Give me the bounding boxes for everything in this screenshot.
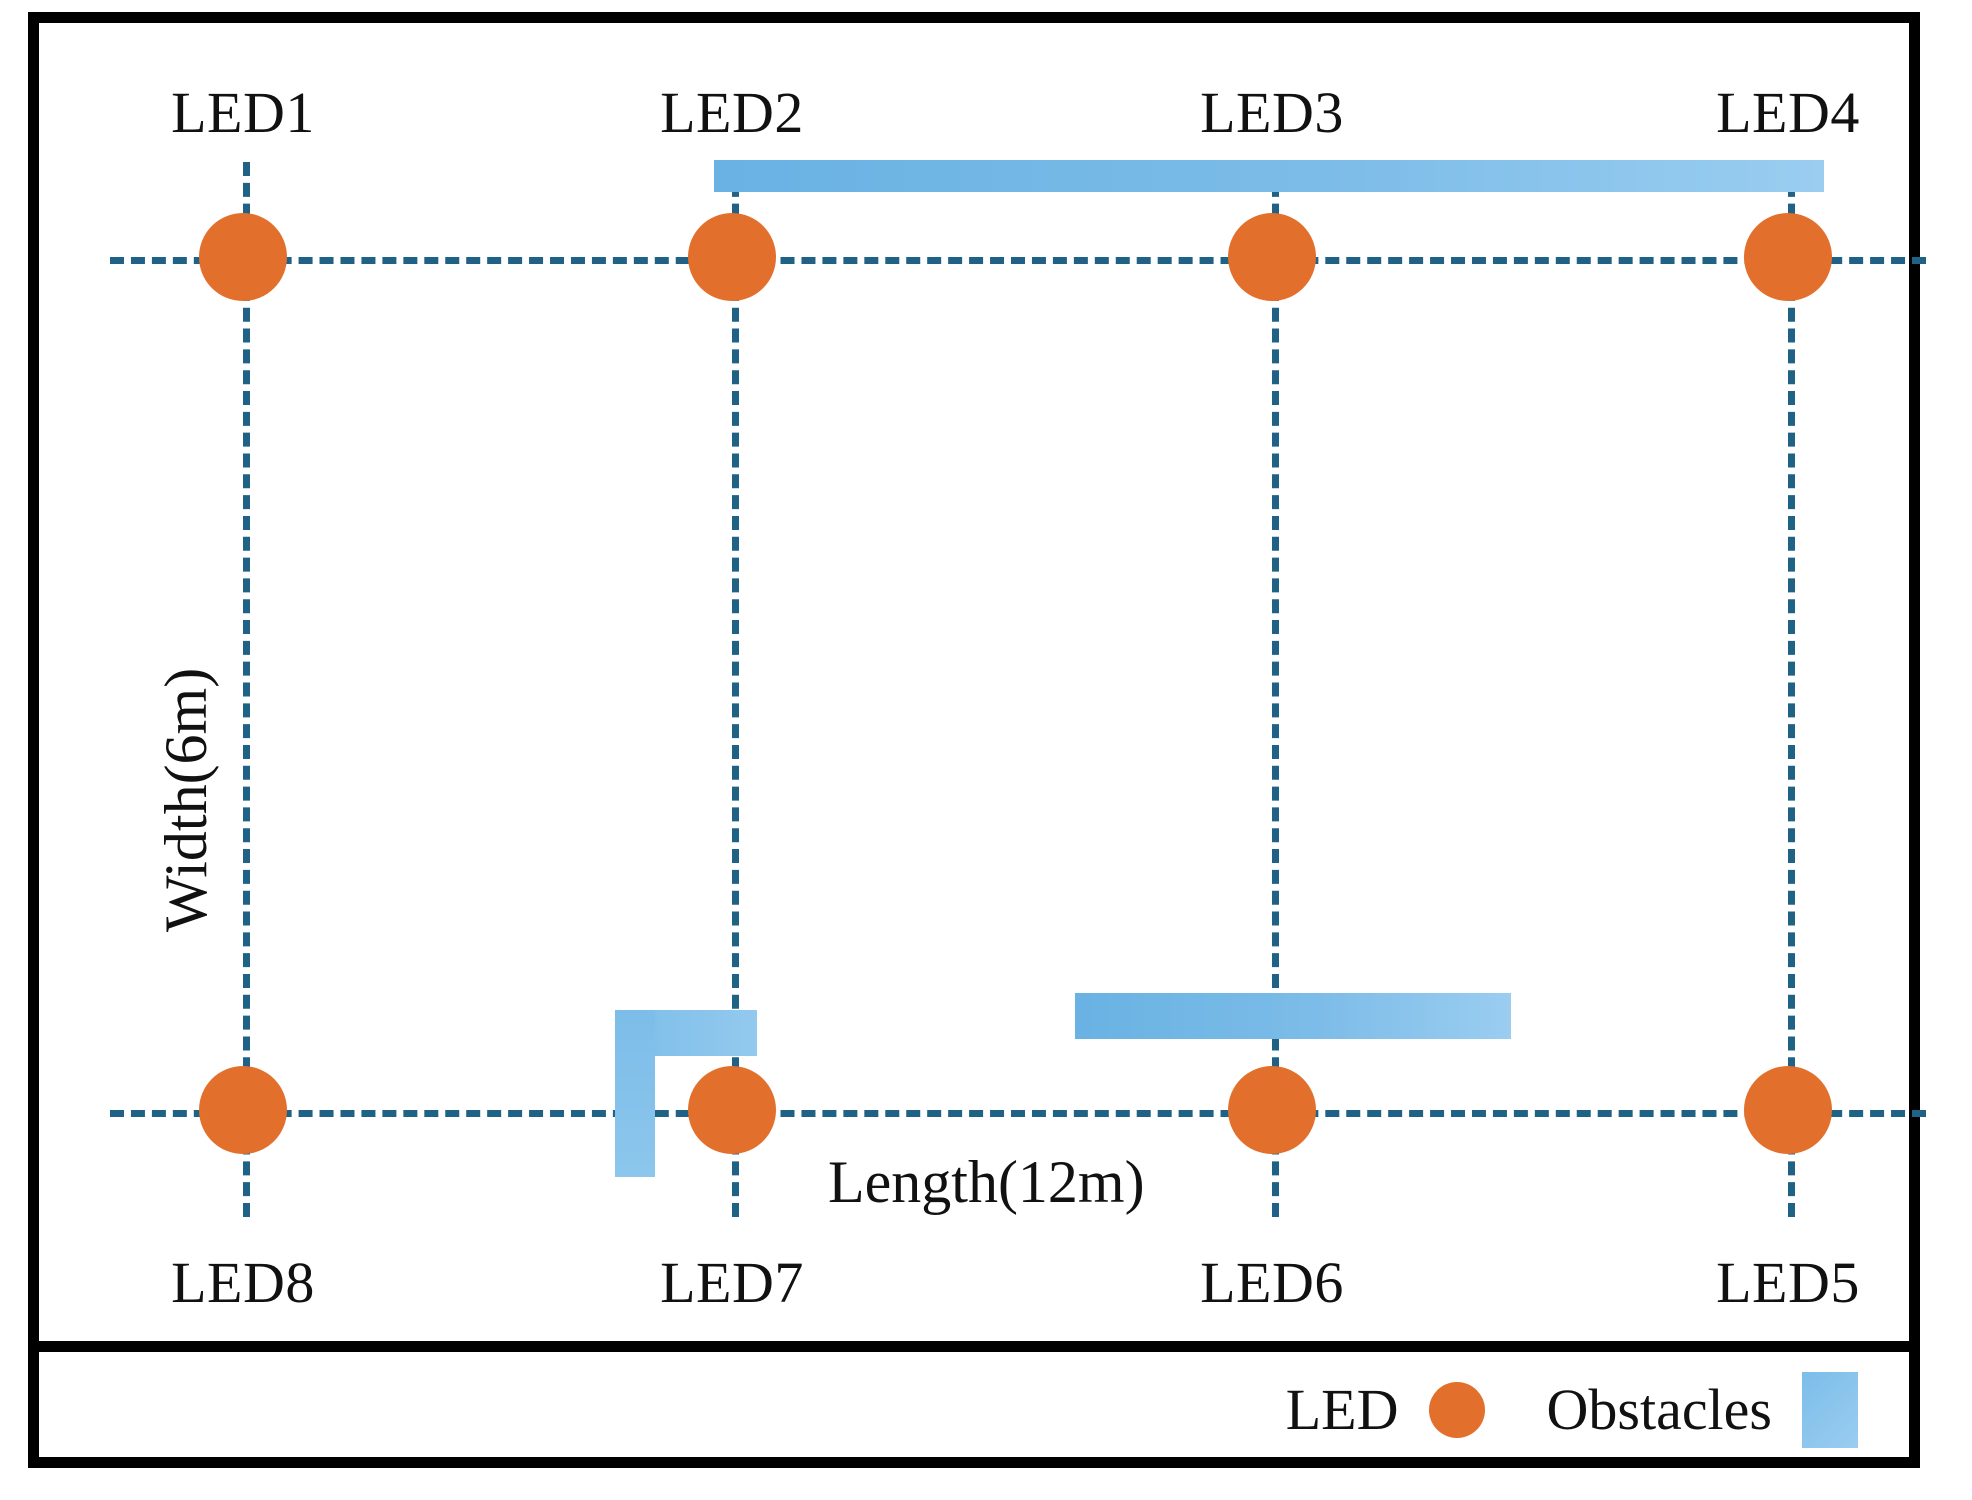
legend-label-led: LED bbox=[1285, 1377, 1399, 1442]
led-label-led7: LED7 bbox=[660, 1250, 804, 1315]
width-axis-label: Width(6m) bbox=[153, 667, 219, 932]
diagram-frame bbox=[28, 12, 1920, 1468]
led3-led6-guide bbox=[1272, 162, 1279, 1217]
led-label-led8: LED8 bbox=[171, 1250, 315, 1315]
legend: LED Obstacles bbox=[28, 1352, 1920, 1468]
led-label-led4: LED4 bbox=[1716, 80, 1860, 145]
led1-led8-guide bbox=[243, 162, 250, 1217]
led-label-led3: LED3 bbox=[1200, 80, 1344, 145]
legend-item-obstacles: Obstacles bbox=[1546, 1372, 1858, 1448]
legend-item-led: LED bbox=[1286, 1381, 1485, 1439]
led-label-led2: LED2 bbox=[660, 80, 804, 145]
length-axis-label: Length(12m) bbox=[828, 1149, 1145, 1215]
led-node-led3 bbox=[1228, 213, 1316, 301]
top-row-guide bbox=[110, 257, 1926, 264]
led2-led7-guide bbox=[732, 162, 739, 1217]
led-node-led7 bbox=[688, 1066, 776, 1154]
obstacle-top-bar bbox=[714, 160, 1824, 192]
led-node-led8 bbox=[199, 1066, 287, 1154]
rect-marker-icon bbox=[1802, 1372, 1858, 1448]
bottom-row-guide bbox=[110, 1110, 1926, 1117]
led-label-led5: LED5 bbox=[1716, 1250, 1860, 1315]
obstacle-corner-leg bbox=[615, 1010, 655, 1177]
legend-divider bbox=[28, 1341, 1920, 1352]
led-node-led6 bbox=[1228, 1066, 1316, 1154]
legend-label-obstacles: Obstacles bbox=[1546, 1377, 1773, 1442]
led-label-led6: LED6 bbox=[1200, 1250, 1344, 1315]
led-node-led1 bbox=[199, 213, 287, 301]
led4-led5-guide bbox=[1788, 162, 1795, 1217]
led-label-led1: LED1 bbox=[171, 80, 315, 145]
led-node-led4 bbox=[1744, 213, 1832, 301]
obstacle-middle-bar bbox=[1075, 993, 1511, 1039]
led-node-led2 bbox=[688, 213, 776, 301]
circle-marker-icon bbox=[1428, 1382, 1485, 1438]
led-node-led5 bbox=[1744, 1066, 1832, 1154]
